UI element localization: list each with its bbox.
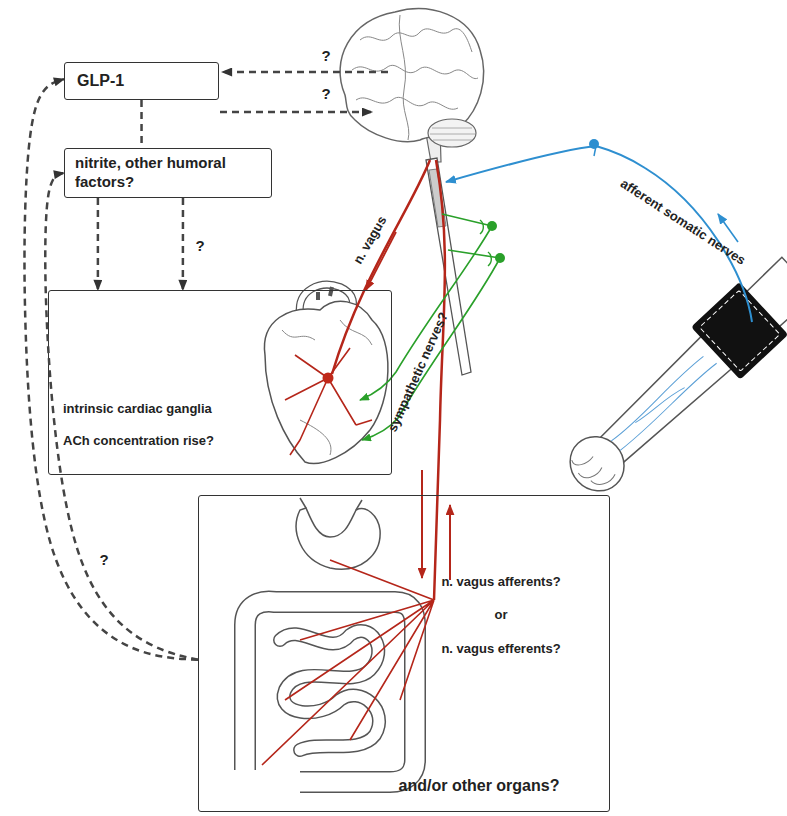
box-text: n. vagus efferents? xyxy=(411,641,591,657)
question-mark: ? xyxy=(321,85,330,103)
postganglionic-fiber xyxy=(362,258,500,440)
box-text: n. vagus afferents? xyxy=(411,574,591,590)
box-text: GLP-1 xyxy=(77,71,212,91)
synapse-mark xyxy=(480,220,491,266)
cardiac-vagal-branch xyxy=(285,348,372,455)
box-text: or xyxy=(411,607,591,623)
colon xyxy=(245,602,415,782)
dashed-arrow xyxy=(220,111,372,114)
fingers xyxy=(569,445,616,493)
dorsal-root-ganglion xyxy=(589,139,599,149)
afferent-arrow xyxy=(449,505,451,580)
dashed-connector xyxy=(24,79,198,660)
afferent-fiber xyxy=(446,146,596,182)
dashed-connector xyxy=(140,100,143,148)
great-vessels xyxy=(318,287,332,300)
question-mark: ? xyxy=(195,237,204,255)
cuff-stitching xyxy=(699,290,779,371)
humoral-factor-box: nitrite, other humoral factors? xyxy=(64,148,272,198)
stomach xyxy=(296,508,380,569)
cardiac-ganglion xyxy=(323,373,334,384)
question-mark: ? xyxy=(99,551,108,569)
arm-drawing xyxy=(554,249,787,508)
afferent-fiber xyxy=(596,146,752,322)
cerebellum-folia xyxy=(430,128,475,140)
cerebellum xyxy=(428,119,476,147)
brain-sulcus xyxy=(399,15,409,140)
dashed-connector xyxy=(182,198,185,290)
efferent-arrow xyxy=(421,470,423,578)
nerve-label: n. vagus xyxy=(350,213,390,266)
nerve-label: afferent somatic nerves xyxy=(618,176,749,269)
colon-outline xyxy=(245,602,415,782)
fist xyxy=(559,426,635,502)
preganglionic-fiber xyxy=(448,250,500,258)
dashed-arrow xyxy=(222,71,388,74)
brain-gyrus xyxy=(360,29,472,52)
question-mark: ? xyxy=(321,47,330,65)
hormone-box: GLP-1 xyxy=(64,62,219,100)
enteric-vagal-branch xyxy=(262,560,434,765)
dashed-connector xyxy=(45,173,198,660)
esophagus xyxy=(300,498,362,510)
nerve-label: sympathetic nerves? xyxy=(385,310,452,435)
arm xyxy=(595,257,787,467)
box-text: nitrite, other humoral factors? xyxy=(75,154,265,192)
box-text: and/or other organs? xyxy=(359,776,599,796)
sympathetic-ganglion xyxy=(487,221,497,231)
sympathetic-nerves xyxy=(360,214,505,440)
cuff xyxy=(691,282,787,380)
veins xyxy=(611,352,716,452)
organ-box: n. vagus afferents? or n. vagus efferents?… xyxy=(198,495,610,812)
afferent-somatic-nerve xyxy=(446,139,752,322)
gi-tract-drawing xyxy=(245,498,434,782)
brain-drawing xyxy=(340,9,484,162)
heart-box: intrinsic cardiac gangliaACh concentrati… xyxy=(48,290,392,475)
dashed-connector xyxy=(97,198,100,290)
small-intestine-outline xyxy=(280,631,379,750)
box-text: intrinsic cardiac ganglia xyxy=(63,401,288,417)
brain-gyrus xyxy=(356,97,458,109)
preganglionic-fiber xyxy=(442,214,492,226)
box-text: ACh concentration rise? xyxy=(63,433,288,449)
heart-detail xyxy=(282,320,372,455)
sympathetic-ganglion xyxy=(495,253,505,263)
heart-outline xyxy=(264,301,387,463)
vagus-abdominal xyxy=(434,160,445,600)
small-intestine xyxy=(280,631,379,750)
